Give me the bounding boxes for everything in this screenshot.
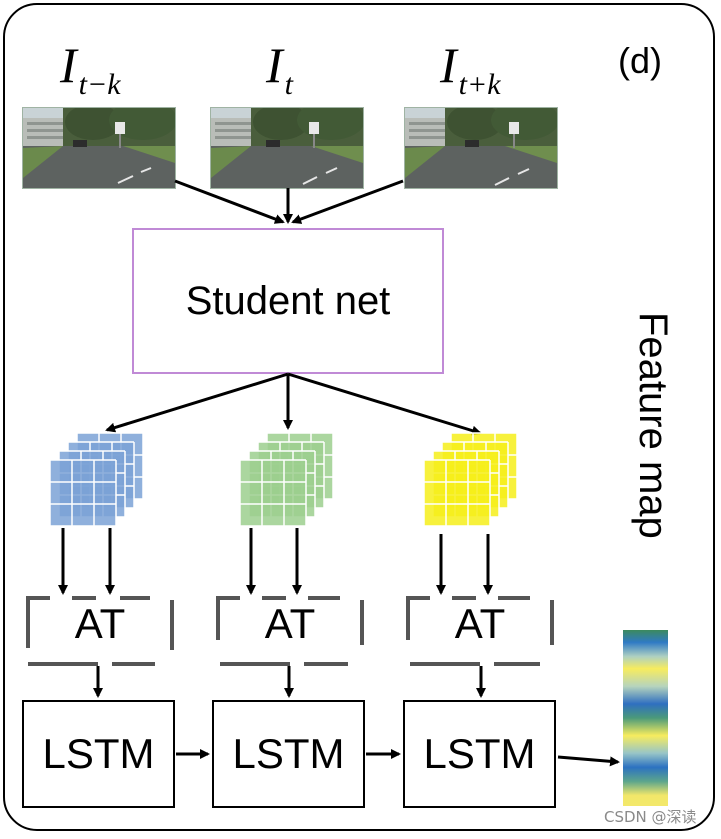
feature-map-yellow-layers [423,432,518,527]
frame-image-prev [22,107,176,189]
frame-label-prev: It−k [60,36,121,102]
arrow-lstm3-to-output [557,755,620,767]
frame-label-current-sub: t [284,68,293,101]
output-feature-vector [623,630,668,806]
feature-map-cell-block [240,460,306,526]
arrow-student-to-map-blue [105,372,289,433]
feature-map-yellow [423,432,518,527]
student-net-box: Student net [132,228,444,374]
frame-label-next-base: I [440,37,457,93]
feature-map-blue-layers [49,432,144,527]
at-label-1: AT [74,600,126,647]
arrow-student-to-map-yellow [287,372,482,436]
frame-label-current-base: I [266,37,283,93]
at-label-3: AT [454,600,506,647]
panel-label: (d) [618,40,662,81]
student-net-label: Student net [185,278,391,323]
frame-image-next [404,107,558,189]
feature-map-cell-block [50,460,116,526]
lstm-box-1: LSTM [22,700,175,808]
frame-image-current [210,107,364,189]
lstm-label-1: LSTM [42,730,155,777]
feature-map-green-layer [239,459,307,527]
arrow-next-to-student [291,179,404,224]
feature-map-green [239,432,334,527]
lstm-box-2: LSTM [212,700,365,808]
at-bracket-2 [216,596,364,666]
feature-map-cell-block [424,460,490,526]
feature-map-label: Feature map [631,312,675,539]
lstm-label-3: LSTM [423,730,536,777]
lstm-box-3: LSTM [403,700,556,808]
frame-label-current: It [266,36,293,102]
at-label-2: AT [264,600,316,647]
feature-map-blue [49,432,144,527]
feature-map-blue-layer [49,459,117,527]
arrow-prev-to-student [174,179,285,224]
lstm-label-2: LSTM [232,730,345,777]
feature-map-green-layers [239,432,334,527]
frame-label-prev-base: I [60,37,77,93]
watermark: CSDN @深读 [604,808,697,826]
at-bracket-1 [26,596,174,666]
panel-frame [3,3,715,831]
feature-map-yellow-layer [423,459,491,527]
frame-label-prev-sub: t−k [78,68,121,101]
frame-label-next-sub: t+k [458,68,501,101]
frame-label-next: It+k [440,36,501,102]
at-bracket-3 [406,596,554,666]
